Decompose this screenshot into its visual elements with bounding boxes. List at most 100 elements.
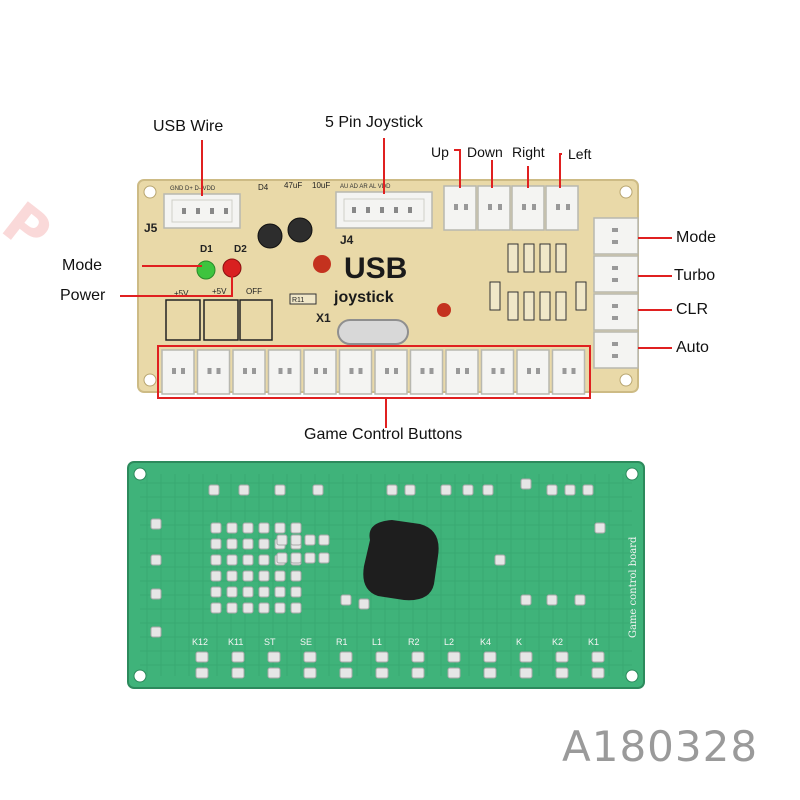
mounting-hole — [143, 373, 157, 387]
pad-label: K4 — [480, 637, 491, 647]
pad-label: K12 — [192, 637, 208, 647]
solder-pad — [304, 552, 316, 564]
connector-pin — [216, 368, 221, 374]
solder-pad — [318, 552, 330, 564]
solder-pad — [226, 522, 238, 534]
down-connector — [477, 185, 511, 231]
solder-pad — [150, 554, 162, 566]
solder-pad — [482, 484, 494, 496]
solder-pad — [440, 484, 452, 496]
game-button-connector — [480, 349, 515, 395]
pad-label: L1 — [372, 637, 382, 647]
button-pad — [447, 667, 461, 679]
solder-pad — [290, 602, 302, 614]
r11-label: R11 — [292, 297, 304, 304]
pad-label: K11 — [228, 637, 243, 647]
game-button-connector — [232, 349, 266, 395]
crystal-oscillator — [337, 319, 409, 345]
board-subtitle: joystick — [333, 289, 394, 306]
red-led — [222, 258, 242, 278]
button-pad — [519, 667, 533, 679]
plus5v-label-b: +5V — [212, 287, 227, 296]
solder-pad — [150, 626, 162, 638]
callout-clr: CLR — [676, 301, 709, 318]
callout-down: Down — [467, 144, 503, 160]
solder-pad — [274, 522, 286, 534]
button-pad — [591, 651, 605, 663]
connector-pin — [323, 368, 327, 374]
connector-pin — [287, 368, 292, 374]
game-button-connector — [338, 349, 373, 395]
pad-label: ST — [264, 637, 276, 647]
connector-pin — [243, 368, 247, 374]
solder-pad — [276, 552, 288, 564]
solder-pad — [258, 570, 270, 582]
plus5v-label-a: +5V — [174, 289, 189, 298]
solder-pad — [226, 570, 238, 582]
j5-pin-label: GND D+ D- VDD — [170, 186, 216, 192]
button-pad — [519, 651, 533, 663]
resistor-r11 — [289, 293, 317, 305]
game-button-connectors — [161, 349, 586, 395]
pad-label: K1 — [588, 637, 599, 647]
connector-pin — [385, 368, 389, 374]
button-pad — [267, 651, 281, 663]
solder-pad — [210, 602, 222, 614]
mounting-hole — [133, 467, 147, 481]
solder-pad — [210, 586, 222, 598]
d4-label: D4 — [258, 183, 269, 192]
connector-pin — [207, 368, 212, 374]
off-label: OFF — [246, 287, 262, 296]
solder-pad — [226, 554, 238, 566]
game-button-connector — [196, 349, 231, 395]
button-pad — [483, 667, 497, 679]
green-led — [196, 260, 216, 280]
board-title: USB — [344, 252, 407, 285]
solder-pad — [274, 602, 286, 614]
connector-pin — [349, 368, 354, 374]
d1-label: D1 — [200, 244, 213, 255]
button-pad — [231, 667, 245, 679]
callout-power: Power — [60, 287, 106, 304]
connector-pin — [491, 368, 496, 374]
solder-pad — [520, 594, 532, 606]
solder-pad — [274, 484, 286, 496]
d2-label: D2 — [234, 244, 247, 255]
solder-pad — [210, 538, 222, 550]
function-connectors — [593, 217, 639, 369]
connector-pin — [429, 368, 434, 374]
pad-label: SE — [300, 637, 312, 647]
solder-pad — [242, 570, 254, 582]
pad-label: R1 — [336, 637, 348, 647]
solder-pad — [242, 522, 254, 534]
callout-5pin-joystick: 5 Pin Joystick — [325, 114, 423, 131]
solder-pad — [290, 534, 302, 546]
solder-pad — [210, 522, 222, 534]
cap-10uf-label: 10uF — [312, 181, 330, 190]
solder-pads — [150, 478, 606, 638]
solder-pad — [258, 602, 270, 614]
solder-pad — [226, 586, 238, 598]
solder-pad — [274, 570, 286, 582]
button-pad — [339, 651, 353, 663]
button-pad — [339, 667, 353, 679]
solder-pad — [594, 522, 606, 534]
connector-pin — [358, 368, 363, 374]
direction-connectors — [443, 185, 579, 231]
button-pad — [375, 651, 389, 663]
solder-pad — [258, 522, 270, 534]
solder-pad — [462, 484, 474, 496]
game-button-connector — [409, 349, 444, 395]
callout-lines — [120, 138, 672, 428]
solder-pad — [494, 554, 506, 566]
solder-pad — [318, 534, 330, 546]
connector-pin — [500, 368, 505, 374]
callout-mode-left: Mode — [62, 257, 103, 274]
solder-pad — [546, 594, 558, 606]
top-pcb-board: J5 GND D+ D- VDD J4 AU AD AR AL VDD — [137, 179, 639, 399]
mounting-hole — [625, 669, 639, 683]
solder-pad — [150, 518, 162, 530]
game-button-connector — [267, 349, 302, 395]
